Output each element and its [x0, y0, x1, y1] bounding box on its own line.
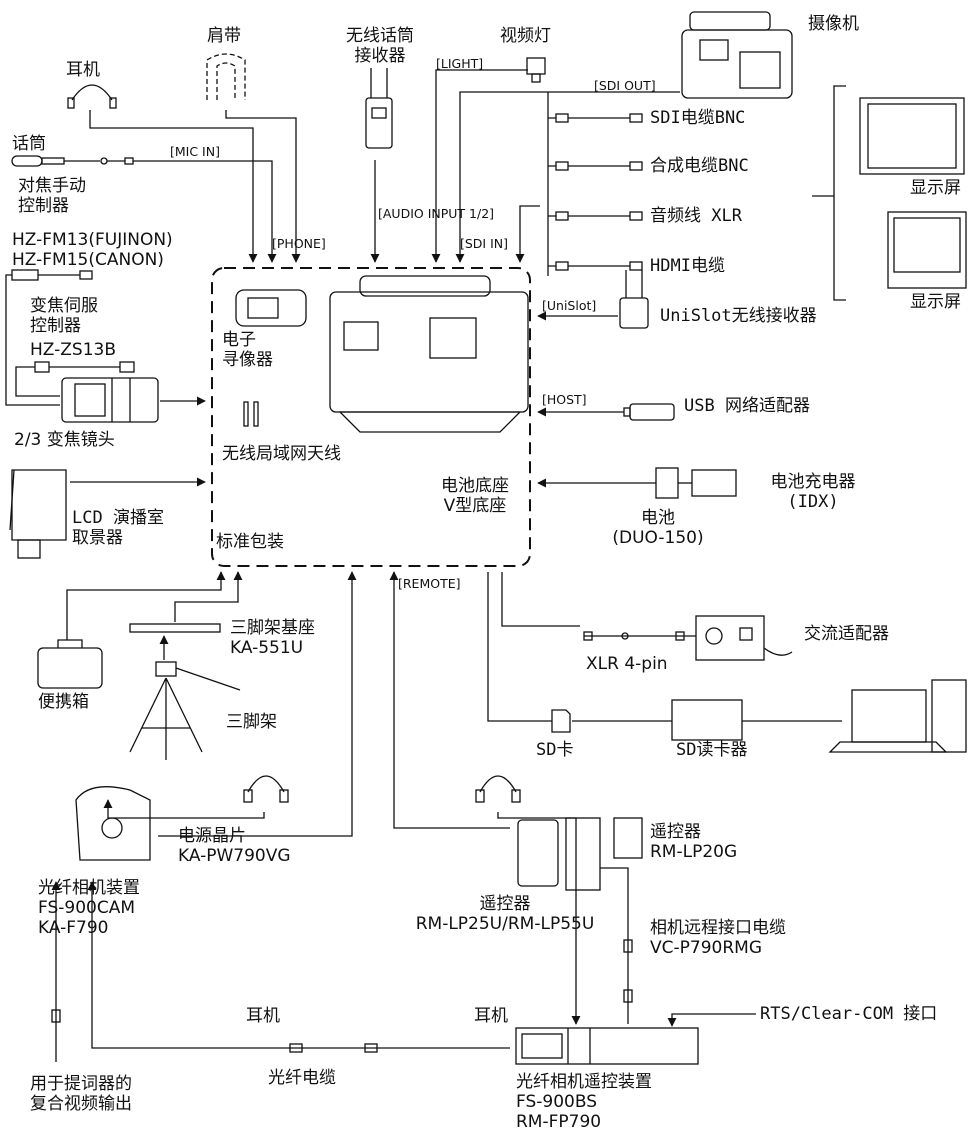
focus-models-label: HZ-FM13(FUJINON) HZ-FM15(CANON)	[12, 230, 173, 270]
remote-lp20g-label: 遥控器 RM-LP20G	[650, 822, 738, 862]
fiber-base-unit-label: 光纤相机遥控装置 FS-900BS RM-FP790	[516, 1072, 652, 1132]
audio-cable-label: 音频线 XLR	[650, 206, 742, 226]
ac-adapter-label: 交流适配器	[804, 624, 889, 644]
phone-port: [PHONE]	[272, 236, 326, 251]
electronic-viewfinder-label: 电子 寻像器	[222, 330, 273, 370]
composite-cable-icon	[555, 161, 643, 171]
light-port: [LIGHT]	[436, 56, 484, 71]
computer-icon	[828, 679, 967, 753]
usb-adapter-icon	[623, 403, 675, 421]
lcd-viewfinder-label: LCD 演播室 取景器	[72, 508, 164, 548]
lcd-viewfinder-icon	[9, 469, 67, 559]
sd-reader-label: SD读卡器	[676, 740, 748, 760]
microphone-icon	[11, 155, 134, 167]
remote-cable-label: 相机远程接口电缆 VC-P790RMG	[650, 918, 786, 958]
zoom-controller-label: 变焦伺服 控制器	[30, 296, 98, 336]
camera-body-icon	[329, 275, 529, 433]
standard-package-label: 标准包装	[216, 532, 284, 552]
audio-input-port: [AUDIO INPUT 1/2]	[378, 206, 495, 221]
standard-package-box	[211, 267, 531, 567]
shoulder-strap-label: 肩带	[207, 26, 241, 46]
camera-top-icon	[681, 11, 793, 99]
carry-case-label: 便携箱	[38, 692, 89, 712]
xlr-4pin-label: XLR 4-pin	[586, 654, 668, 674]
prompter-output-label: 用于提词器的 复合视频输出	[30, 1074, 132, 1114]
camera-label: 摄像机	[808, 14, 859, 34]
video-light-label: 视频灯	[500, 26, 551, 46]
hdmi-cable-icon	[555, 261, 643, 271]
power-plate-icon	[75, 786, 151, 861]
battery-label: 电池 (DUO-150)	[612, 508, 704, 548]
monitor-2-icon	[887, 211, 967, 289]
fiber-cable-label: 光纤电缆	[268, 1068, 336, 1088]
composite-cable-label: 合成电缆BNC	[650, 156, 749, 176]
sdi-cable-icon	[555, 113, 643, 123]
audio-cable-icon	[555, 211, 643, 221]
remote-lp25u-label: 遥控器 RM-LP25U/RM-LP55U	[415, 894, 595, 934]
ac-adapter-icon	[695, 615, 793, 661]
fiber-base-unit-icon	[515, 1027, 699, 1065]
headphone-bottom-icon	[475, 775, 521, 803]
sd-card-label: SD卡	[536, 740, 574, 760]
headphone-label: 耳机	[66, 60, 100, 80]
zoom-model-label: HZ-ZS13B	[30, 340, 116, 360]
sd-card-icon	[551, 709, 571, 733]
battery-charger-label: 电池充电器 (IDX)	[770, 472, 856, 512]
zoom-lens-label: 2/3 变焦镜头	[14, 430, 115, 450]
battery-mount-label: 电池底座 V型底座	[441, 476, 509, 516]
electronic-viewfinder-icon	[235, 289, 307, 327]
headphone-left-icon	[243, 775, 289, 803]
tripod-label: 三脚架	[226, 712, 277, 732]
carry-case-icon	[37, 639, 103, 689]
monitor-1-icon	[859, 97, 965, 175]
monitor-2-label: 显示屏	[910, 292, 961, 312]
headphone-bottom-label: 耳机	[474, 1006, 508, 1026]
fiber-camera-unit-label: 光纤相机装置 FS-900CAM KA-F790	[38, 878, 140, 938]
mic-in-port: [MIC IN]	[170, 144, 220, 159]
focus-controller-icon	[11, 269, 93, 281]
host-port: [HOST]	[542, 392, 587, 407]
remote-controllers-icon	[517, 817, 643, 891]
power-plate-label: 电源晶片 KA-PW790VG	[178, 826, 291, 866]
battery-charger-icon	[691, 469, 737, 497]
zoom-lens-icon	[61, 377, 159, 423]
headphone-icon	[67, 84, 117, 109]
tripod-base-icon	[129, 623, 221, 633]
tripod-icon	[129, 661, 241, 760]
unislot-receiver-label: UniSlot无线接收器	[660, 306, 817, 326]
unislot-receiver-icon	[619, 270, 649, 329]
tripod-base-label: 三脚架基座 KA-551U	[230, 618, 315, 658]
wlan-antenna-icon	[243, 401, 259, 427]
monitor-1-label: 显示屏	[910, 178, 961, 198]
hdmi-cable-label: HDMI电缆	[650, 256, 725, 276]
sdi-cable-label: SDI电缆BNC	[650, 108, 746, 128]
usb-adapter-label: USB 网络适配器	[684, 396, 810, 416]
video-light-icon	[526, 57, 546, 83]
microphone-label: 话筒	[12, 134, 46, 154]
rts-interface-label: RTS/Clear-COM 接口	[760, 1004, 938, 1024]
unislot-port: [UniSlot]	[542, 298, 597, 313]
shoulder-strap-icon	[206, 53, 246, 100]
wlan-antenna-label: 无线局域网天线	[222, 444, 341, 464]
sd-reader-icon	[671, 699, 743, 741]
wireless-mic-receiver-icon	[365, 68, 393, 149]
zoom-controller-icon	[34, 361, 135, 373]
sdi-in-port: [SDI IN]	[460, 236, 509, 251]
wireless-mic-receiver-label: 无线话筒 接收器	[346, 26, 414, 66]
headphone-left-label: 耳机	[246, 1006, 280, 1026]
focus-controller-label: 对焦手动 控制器	[18, 176, 86, 216]
battery-icon	[655, 467, 679, 499]
remote-port: [REMOTE]	[398, 576, 461, 591]
sdi-out-port: [SDI OUT]	[594, 78, 656, 93]
